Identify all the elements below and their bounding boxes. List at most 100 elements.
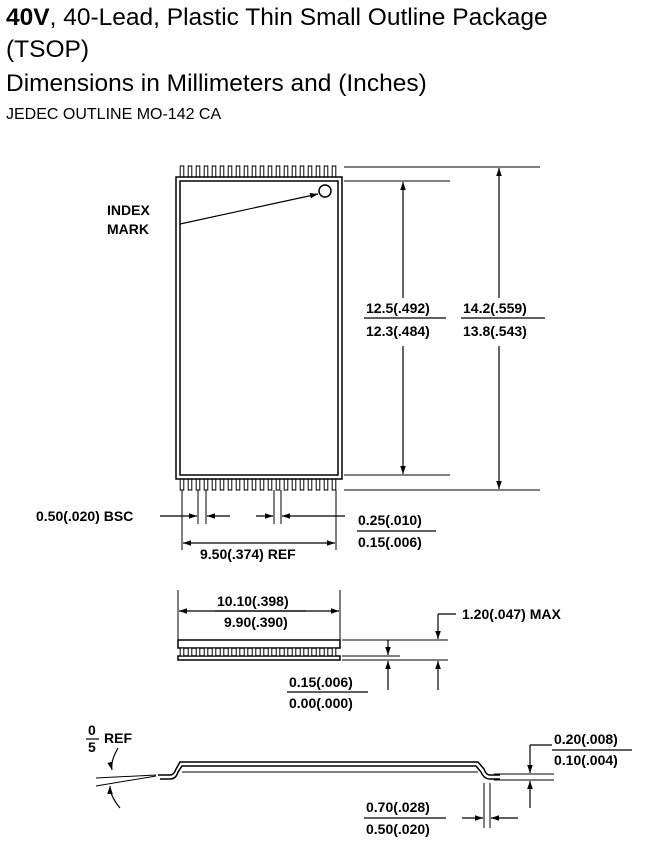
lead-bottom	[251, 478, 257, 491]
subtitle: Dimensions in Millimeters and (Inches)	[6, 70, 427, 97]
lead-thickness-max: 0.20(.008)	[554, 731, 618, 747]
lead-side	[179, 647, 185, 657]
lead-side	[259, 647, 265, 657]
lead-top	[315, 165, 321, 178]
standoff-max: 0.15(.006)	[289, 674, 353, 690]
angle-incline	[95, 775, 157, 787]
angle-baseline	[95, 774, 157, 779]
lead-bottom	[291, 478, 297, 491]
lead-top	[187, 165, 193, 178]
angle-arc-top	[107, 747, 119, 771]
lead-side	[251, 647, 257, 657]
lead-top	[243, 165, 249, 178]
lead-bottom	[235, 478, 241, 491]
body-width-max: 10.10(.398)	[217, 593, 289, 609]
lead-bottom	[195, 478, 201, 491]
title-line2: (TSOP)	[6, 36, 90, 63]
lead-side	[267, 647, 273, 657]
angle-bottom-value: 5	[88, 739, 96, 755]
leads-top-row	[179, 165, 337, 178]
lead-side	[187, 647, 193, 657]
index-mark-label-2: MARK	[107, 221, 149, 237]
lead-top	[219, 165, 225, 178]
lead-top	[267, 165, 273, 178]
lead-side	[299, 647, 305, 657]
lead-bottom	[187, 478, 193, 491]
lead-top	[323, 165, 329, 178]
lead-bottom	[307, 478, 313, 491]
lead-pitch-label: 0.50(.020) BSC	[36, 508, 133, 524]
leads-bottom-row	[179, 478, 337, 491]
side-lead-row	[179, 647, 337, 657]
lead-bottom	[267, 478, 273, 491]
lead-side	[283, 647, 289, 657]
lead-side	[275, 647, 281, 657]
lead-top	[307, 165, 313, 178]
lead-top	[331, 165, 337, 178]
lead-side	[323, 647, 329, 657]
lead-top	[291, 165, 297, 178]
overall-length-max: 14.2(.559)	[463, 300, 527, 316]
body-width-min: 9.90(.390)	[224, 614, 288, 630]
package-body-outline	[175, 176, 343, 480]
lead-side	[203, 647, 209, 657]
lead-bottom	[299, 478, 305, 491]
lead-side	[315, 647, 321, 657]
lead-top	[195, 165, 201, 178]
lead-bottom	[323, 478, 329, 491]
lead-top	[251, 165, 257, 178]
lead-bottom	[283, 478, 289, 491]
lead-bottom	[211, 478, 217, 491]
angle-top-value: 0	[88, 722, 96, 738]
top-view	[160, 165, 545, 550]
lead-bottom	[227, 478, 233, 491]
angle-ref-label: REF	[104, 730, 132, 746]
lead-bottom	[315, 478, 321, 491]
lead-side	[227, 647, 233, 657]
lead-top	[235, 165, 241, 178]
lead-thickness-min: 0.10(.004)	[554, 752, 618, 768]
lead-side	[235, 647, 241, 657]
lead-top	[283, 165, 289, 178]
lead-side	[219, 647, 225, 657]
lead-bottom	[331, 478, 337, 491]
foot-length-max: 0.70(.028)	[366, 799, 430, 815]
side-body-bottom	[177, 655, 341, 661]
lead-bottom	[275, 478, 281, 491]
lead-width-min: 0.15(.006)	[358, 534, 422, 550]
lead-side	[331, 647, 337, 657]
lead-side	[307, 647, 313, 657]
lead-bottom	[219, 478, 225, 491]
body-length-max: 12.5(.492)	[366, 300, 430, 316]
lead-top	[227, 165, 233, 178]
foot-length-min: 0.50(.020)	[366, 821, 430, 837]
index-mark-label-1: INDEX	[107, 202, 150, 218]
lead-top	[211, 165, 217, 178]
lead-width-max: 0.25(.010)	[358, 512, 422, 528]
standoff-min: 0.00(.000)	[289, 695, 353, 711]
end-body-underside	[160, 765, 500, 780]
lead-top	[275, 165, 281, 178]
outline-reference: JEDEC OUTLINE MO-142 CA	[6, 106, 222, 123]
lead-top	[259, 165, 265, 178]
lead-bottom	[243, 478, 249, 491]
end-view	[86, 738, 632, 828]
lead-side	[291, 647, 297, 657]
lead-top	[179, 165, 185, 178]
lead-top	[203, 165, 209, 178]
title-rest: , 40-Lead, Plastic Thin Small Outline Pa…	[49, 4, 548, 31]
lead-top	[299, 165, 305, 178]
lead-bottom	[203, 478, 209, 491]
end-body-profile	[158, 761, 500, 776]
height-label: 1.20(.047) MAX	[462, 606, 561, 622]
index-mark-leader	[179, 192, 319, 225]
side-body-top	[177, 639, 341, 649]
lead-side	[211, 647, 217, 657]
side-view	[177, 590, 456, 693]
lead-side	[243, 647, 249, 657]
package-body-inner	[179, 180, 339, 476]
body-length-min: 12.3(.484)	[366, 323, 430, 339]
page-title: 40V, 40-Lead, Plastic Thin Small Outline…	[6, 2, 548, 34]
lead-side	[195, 647, 201, 657]
